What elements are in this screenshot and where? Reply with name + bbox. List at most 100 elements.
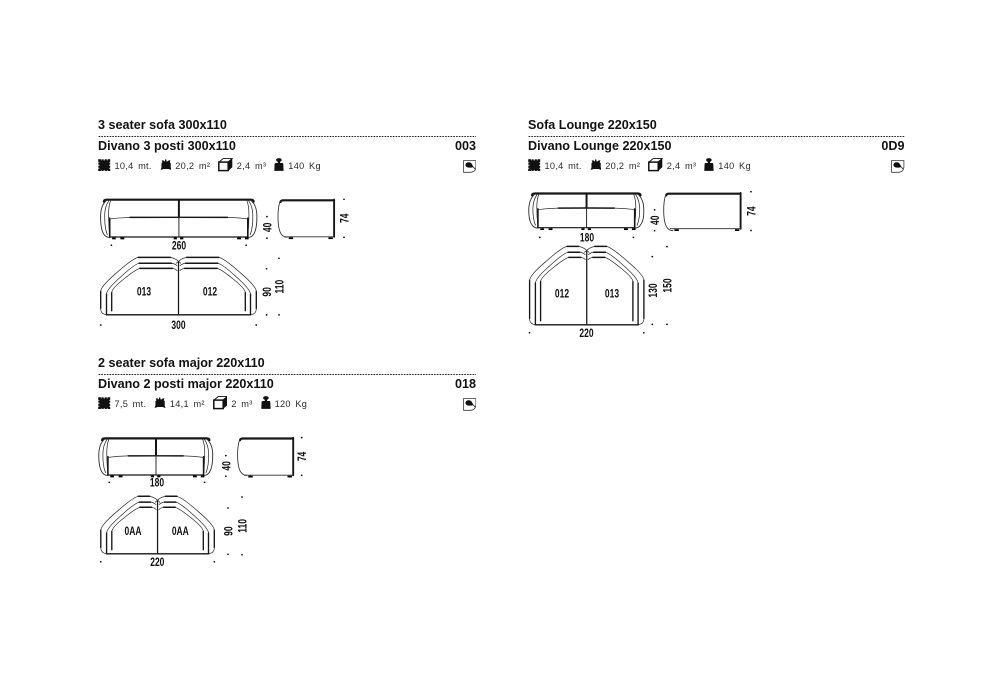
- drawing-line: [175, 257, 187, 264]
- foot-mark: [548, 228, 553, 231]
- spec-item: 10,4 mt.: [528, 158, 582, 176]
- side-elevation-view: 74: [237, 436, 310, 478]
- dimension-tick-dot: [265, 267, 268, 270]
- dimension-label: 300: [171, 320, 185, 333]
- product-code: 018: [454, 377, 476, 392]
- drawing-line: [603, 257, 634, 283]
- dimension-label: 74: [339, 213, 352, 223]
- drawing-line: [536, 207, 559, 211]
- dimension-label: 40: [650, 215, 663, 225]
- spec-unit: mt.: [132, 399, 147, 410]
- drawing-line: [100, 495, 140, 531]
- dotted-divider: [98, 373, 476, 376]
- volume-cube-icon: [648, 158, 664, 176]
- foot-mark: [734, 229, 740, 231]
- dimension-label: 150: [662, 278, 675, 292]
- drawing-line: [158, 501, 165, 505]
- dimension-tick-dot: [343, 236, 345, 239]
- drawing-line: [111, 268, 141, 294]
- foot-mark: [581, 228, 585, 231]
- dimension-tick-dot: [225, 454, 227, 457]
- spec-unit: m³: [254, 161, 267, 171]
- fabric-sample-icon: [462, 398, 476, 416]
- dimension-tick-dot: [653, 209, 656, 211]
- dimension-tick-dot: [632, 236, 635, 239]
- product-block-3: 2 seater sofa major 220x110 Divano 2 pos…: [98, 356, 476, 417]
- drawing-line: [158, 506, 164, 510]
- product-code: 0D9: [881, 139, 905, 154]
- foot-mark: [674, 229, 679, 231]
- spec-unit: mt.: [568, 161, 582, 171]
- foot-mark: [150, 475, 154, 478]
- spec-value: 10,4: [544, 161, 564, 171]
- drawing-line: [179, 262, 186, 266]
- dimension-label: 220: [579, 328, 593, 341]
- drawing-line: [217, 257, 257, 292]
- drawing-line: [216, 268, 246, 294]
- spec-value: 140: [288, 161, 305, 171]
- dimension-tick-dot: [110, 244, 113, 247]
- drawing-line: [587, 257, 594, 260]
- drawing-line: [247, 200, 258, 238]
- front-elevation-view: 180 40: [528, 192, 663, 245]
- dimension-label: 180: [580, 232, 594, 245]
- drawing-line: [100, 257, 140, 292]
- foot-mark: [587, 228, 591, 231]
- drawing-line: [535, 251, 570, 284]
- dimension-label: 110: [274, 280, 287, 294]
- drawing-line: [204, 439, 210, 473]
- drawing-line: [528, 193, 539, 229]
- dimension-label: 74: [297, 451, 310, 461]
- spec-unit: m²: [628, 161, 641, 171]
- drawing-line: [98, 438, 109, 476]
- drawing-line: [111, 506, 141, 532]
- leather-hide-icon: [154, 396, 166, 414]
- foot-mark: [288, 237, 294, 240]
- drawing-line: [216, 262, 251, 295]
- module-code-label: 0AA: [172, 526, 189, 539]
- drawing-line: [106, 501, 141, 534]
- dimension-label: 110: [237, 519, 250, 533]
- dimension-label: 180: [150, 477, 164, 490]
- spec-value: 20,2: [605, 161, 625, 171]
- dimension-tick-dot: [203, 481, 206, 484]
- spec-unit: Kg: [295, 399, 308, 410]
- drawing-line: [227, 217, 249, 220]
- spec-unit: m²: [198, 161, 211, 171]
- drawing-line: [529, 318, 536, 325]
- product-title-en: 3 seater sofa 300x110: [98, 117, 227, 132]
- volume-cube-icon: [218, 158, 234, 176]
- dimension-label: 90: [223, 526, 236, 536]
- spec-value: 140: [718, 161, 735, 171]
- foot-mark: [120, 237, 125, 240]
- dimension-tick-dot: [653, 229, 656, 232]
- product-title-it: Divano 3 posti 300x110: [98, 139, 236, 154]
- drawing-line: [150, 501, 157, 505]
- dimension-tick-dot: [99, 324, 102, 326]
- drawing-line: [174, 501, 209, 534]
- dimension-tick-dot: [266, 215, 268, 218]
- fabric-meters-icon: [528, 158, 541, 176]
- drawing-line: [529, 246, 569, 281]
- foot-mark: [328, 237, 333, 240]
- dimension-tick-dot: [750, 229, 752, 232]
- foot-mark: [540, 228, 544, 231]
- dotted-divider: [528, 135, 905, 138]
- dimension-tick-dot: [300, 436, 303, 439]
- drawing-line: [149, 496, 161, 503]
- drawing-line: [174, 506, 204, 532]
- foot-mark: [248, 475, 253, 478]
- drawing-line: [579, 251, 586, 255]
- spec-value: 7,5: [114, 399, 129, 410]
- dimension-label: 220: [150, 557, 164, 570]
